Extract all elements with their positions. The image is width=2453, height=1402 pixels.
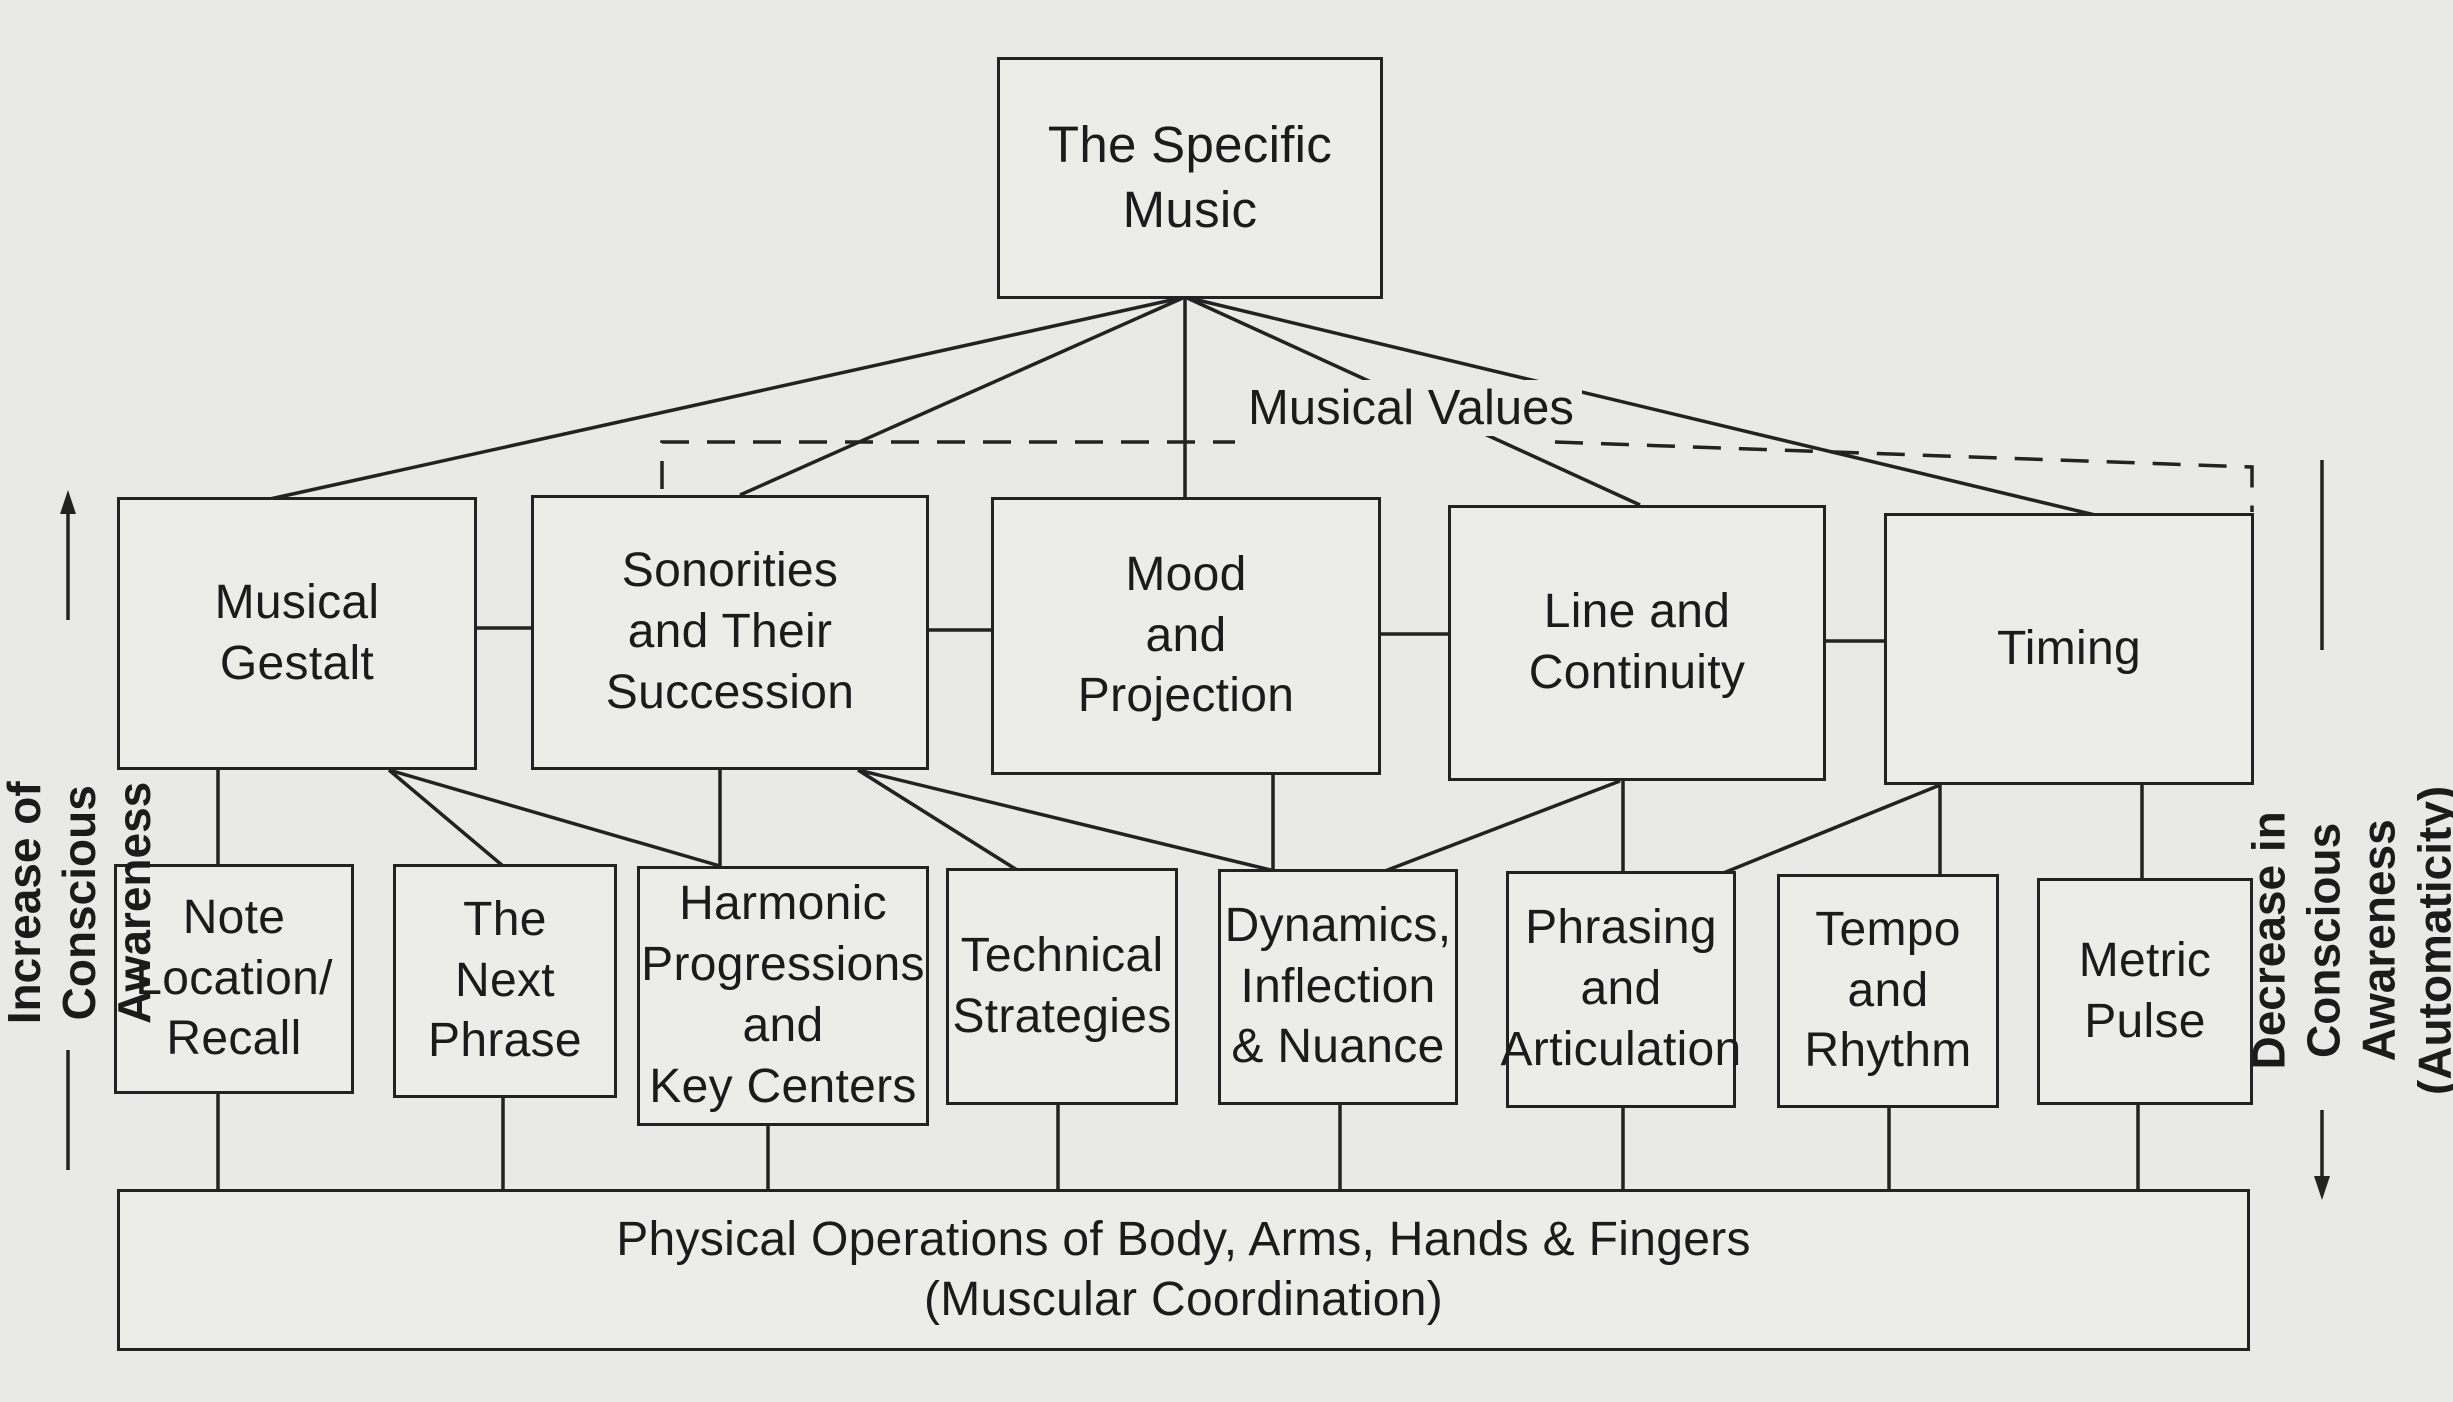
box-line-continuity: Line and Continuity [1448,505,1826,781]
box-harmonic-progressions: Harmonic Progressions and Key Centers [637,866,929,1126]
base-box-label: Physical Operations of Body, Arms, Hands… [616,1213,1751,1326]
box-note-location: Note Location/ Recall [114,864,354,1094]
box-label: Dynamics, Inflection & Nuance [1224,898,1452,1074]
box-next-phrase: The Next Phrase [393,864,617,1098]
box-label: Harmonic Progressions and Key Centers [641,877,925,1113]
line-top-timing [1184,295,2096,517]
box-musical-gestalt: Musical Gestalt [117,497,477,770]
box-label: Technical Strategies [952,928,1172,1043]
line-top-gestalt [269,295,1186,501]
box-metric-pulse: Metric Pulse [2037,878,2253,1105]
box-label: Note Location/ Recall [135,890,333,1066]
box-timing: Timing [1884,513,2254,785]
box-label: Line and Continuity [1528,585,1746,699]
box-mood-projection: Mood and Projection [991,497,1381,775]
box-dynamics-inflection: Dynamics, Inflection & Nuance [1218,869,1458,1105]
box-label: Musical Gestalt [214,575,380,690]
box-label: Tempo and Rhythm [1804,902,1972,1078]
box-phrasing-articulation: Phrasing and Articulation [1500,871,1741,1108]
box-label: Mood and Projection [1077,547,1295,723]
box-label: Sonorities and Their Succession [605,544,855,719]
down-arrow-icon [2314,460,2330,1200]
line-top-sonorities [739,295,1186,497]
up-arrow-icon [60,490,76,1170]
top-box-label: The Specific Music [1047,116,1333,238]
musical-values-label: Musical Values [1240,380,1582,436]
musical-values-dash-right [1554,440,2254,512]
box-label: Metric Pulse [2078,933,2212,1048]
left-axis-label: Increase of Conscious Awareness [0,781,161,1025]
box-technical-strategies: Technical Strategies [946,868,1178,1105]
box-physical-operations: Physical Operations of Body, Arms, Hands… [117,1189,2250,1351]
box-tempo-rhythm: Tempo and Rhythm [1777,874,1999,1108]
box-label: The Next Phrase [428,892,582,1068]
right-axis-label: Decrease in Conscious Awareness (Automat… [2242,785,2453,1095]
box-label: Phrasing and Articulation [1500,901,1742,1076]
musical-values-dash-left [660,440,1235,489]
box-label: Timing [1996,621,2142,675]
box-sonorities: Sonorities and Their Succession [531,495,929,770]
top-box-specific-music: The Specific Music [997,57,1383,299]
